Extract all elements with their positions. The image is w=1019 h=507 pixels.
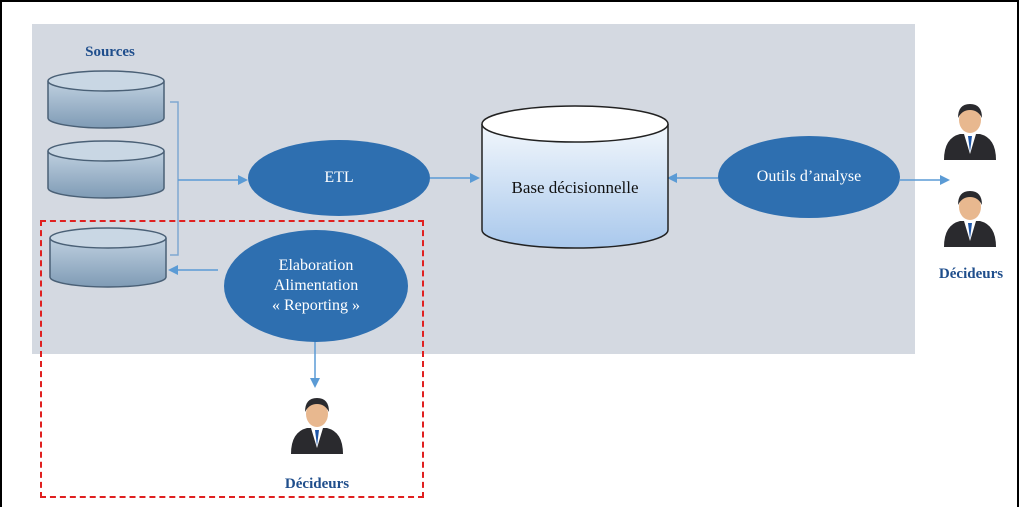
sources-bracket bbox=[170, 101, 179, 256]
etl-label: ETL bbox=[324, 169, 354, 186]
deciders-right-label: Décideurs bbox=[938, 266, 1004, 282]
database-cylinder-icon bbox=[481, 105, 669, 249]
analysis-tools-label: Outils d’analyse bbox=[756, 168, 862, 185]
reporting-line-3: « Reporting » bbox=[272, 297, 360, 314]
analysis-tools-node: Outils d’analyse bbox=[718, 136, 900, 218]
source-cylinder-icon bbox=[47, 140, 165, 199]
reporting-line-1: Elaboration bbox=[278, 257, 354, 274]
etl-node: ETL bbox=[248, 140, 430, 216]
deciders-bottom-label: Décideurs bbox=[284, 476, 350, 492]
person-icon bbox=[291, 398, 343, 454]
source-cylinder-icon bbox=[49, 227, 167, 288]
reporting-label: Elaboration Alimentation « Reporting » bbox=[272, 256, 360, 316]
sources-title: Sources bbox=[85, 44, 135, 60]
source-cylinder-icon bbox=[47, 70, 165, 129]
reporting-node: Elaboration Alimentation « Reporting » bbox=[224, 230, 408, 342]
reporting-line-2: Alimentation bbox=[273, 277, 359, 294]
person-icon bbox=[944, 104, 996, 160]
reporting-highlight-box bbox=[40, 220, 424, 498]
person-icon bbox=[944, 191, 996, 247]
database-label: Base décisionnelle bbox=[511, 178, 639, 197]
